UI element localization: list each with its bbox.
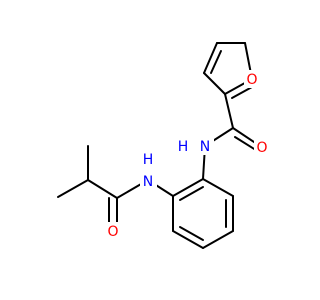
bond — [57, 179, 89, 198]
bond — [210, 50, 222, 74]
amide-nitrogen-1-label: N — [200, 139, 210, 155]
bond — [172, 230, 204, 249]
atom-label-amide-nitrogen-2: N H — [140, 151, 157, 190]
atom-label-amide-nitrogen-1: N H — [176, 137, 214, 155]
atom-label-carbonyl-oxygen-2: O — [105, 222, 121, 240]
molecule-structure: O N H O N H O — [57, 42, 270, 249]
furan-carboxamide — [202, 93, 261, 180]
bond — [179, 186, 204, 201]
bond — [202, 178, 234, 197]
carbonyl-oxygen-2-label: O — [107, 224, 118, 240]
isobutyramide — [57, 145, 174, 231]
bond — [87, 179, 118, 199]
amide-hydrogen-2-label: H — [143, 152, 154, 168]
carbonyl-oxygen-1-label: O — [256, 140, 267, 156]
bond — [231, 86, 253, 99]
atom-label-furan-oxygen: O — [244, 70, 260, 88]
furan-oxygen-label: O — [246, 72, 257, 88]
amide-hydrogen-1-label: H — [178, 139, 189, 155]
atom-label-carbonyl-oxygen-1: O — [254, 138, 270, 156]
bond — [224, 93, 234, 129]
bond — [203, 72, 226, 95]
bond — [203, 42, 218, 74]
benzene-ring — [172, 178, 234, 249]
amide-nitrogen-2-label: N — [143, 174, 153, 190]
bond — [179, 226, 204, 241]
bond — [172, 178, 204, 197]
bond — [202, 230, 234, 249]
